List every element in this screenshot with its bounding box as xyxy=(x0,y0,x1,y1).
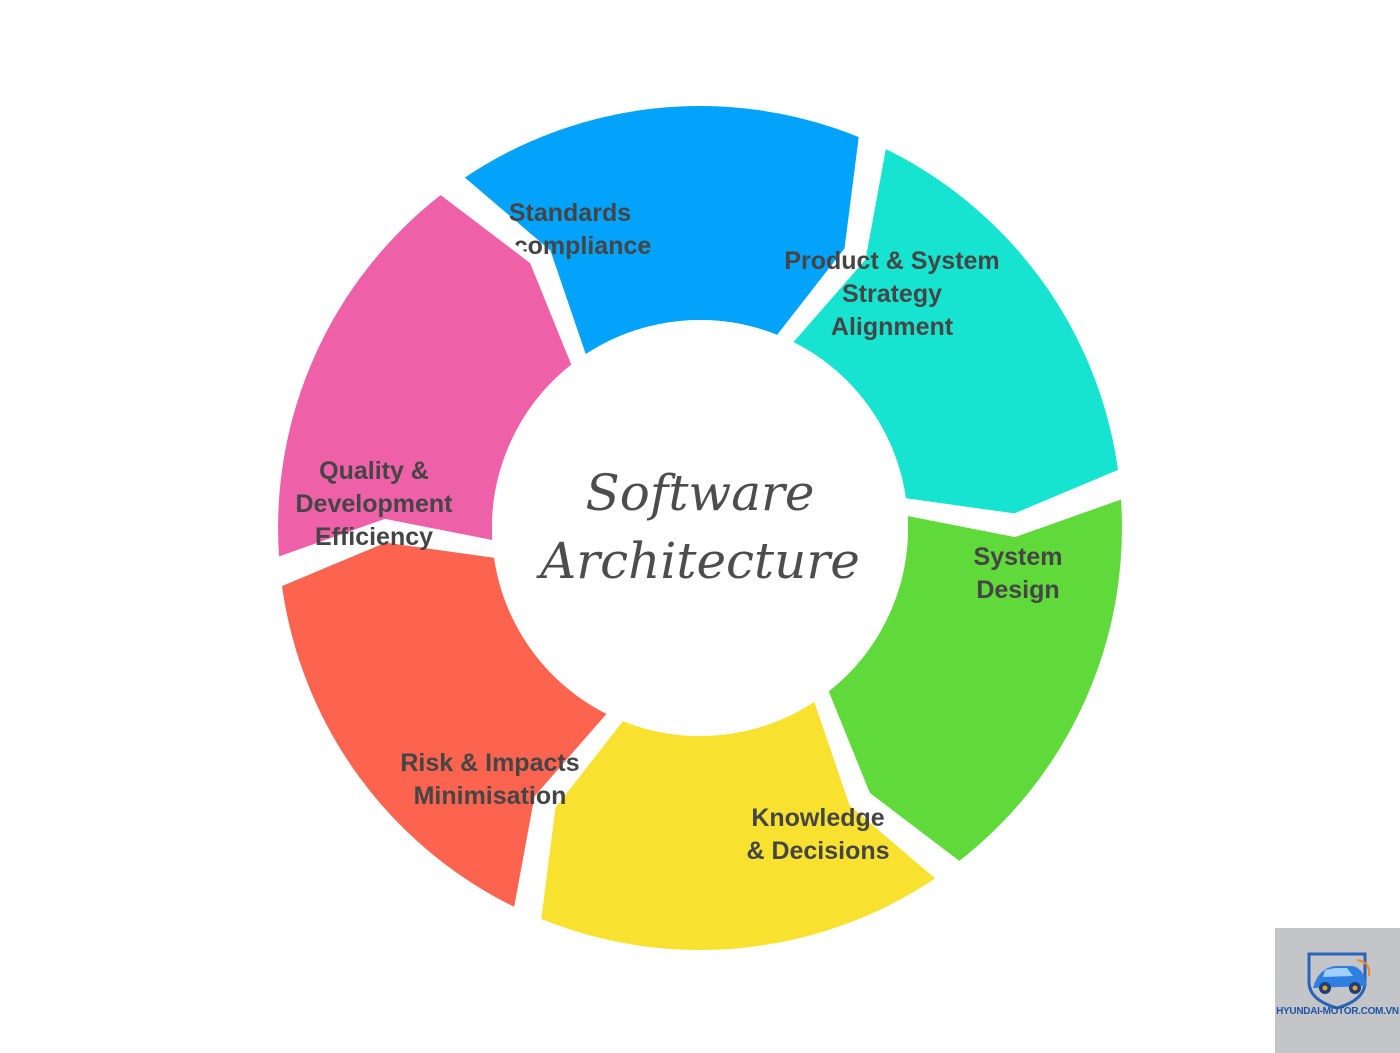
segment-design-label-line-1: System xyxy=(974,543,1063,571)
segment-strategy-label-line-2: Strategy xyxy=(842,280,942,308)
center-circle xyxy=(492,320,908,736)
segment-quality-label-line-2: Development xyxy=(296,490,454,518)
segment-knowledge-label-line-2: & Decisions xyxy=(746,837,889,865)
segment-knowledge-label-line-1: Knowledge xyxy=(751,804,884,832)
center-title-line-1: Software xyxy=(585,464,814,522)
segment-risk-label-line-1: Risk & Impacts xyxy=(400,749,579,777)
center-hub: Software Architecture xyxy=(492,320,908,736)
segment-design-label-line-2: Design xyxy=(976,576,1059,604)
watermark: HYUNDAI-MOTOR.COM.VN xyxy=(1275,928,1400,1053)
segment-strategy-label-line-3: Alignment xyxy=(831,313,954,341)
center-title-line-2: Architecture xyxy=(536,532,860,590)
segment-quality-label-line-3: Efficiency xyxy=(315,523,433,551)
segment-standards-label-line-1: Standards xyxy=(509,199,631,227)
segment-risk-label-line-2: Minimisation xyxy=(414,782,567,810)
car-logo-icon xyxy=(1307,952,1371,1010)
segment-quality-label-line-1: Quality & xyxy=(319,457,429,485)
segment-strategy-label-line-1: Product & System xyxy=(784,247,999,275)
watermark-text: HYUNDAI-MOTOR.COM.VN xyxy=(1276,1006,1399,1017)
